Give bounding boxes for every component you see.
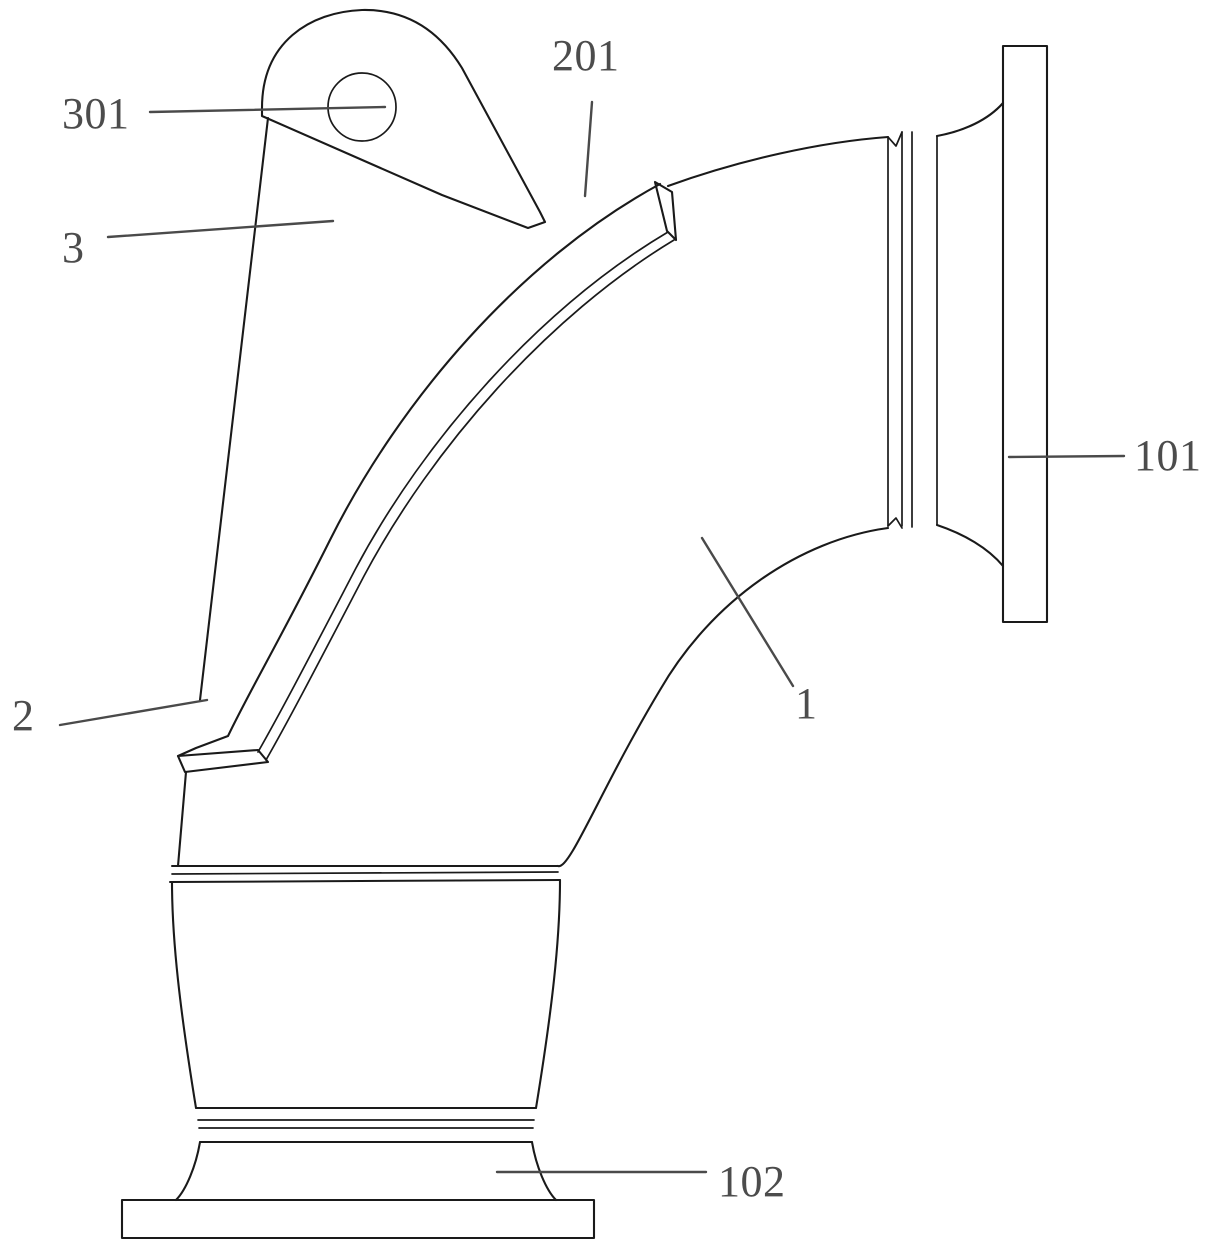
leader-line-301 <box>148 105 387 114</box>
upper-ring-band-group <box>169 865 561 883</box>
leader-line-2 <box>58 698 209 727</box>
elbow-outer-arc <box>556 526 890 868</box>
lower-body-group <box>170 878 562 1110</box>
flange-neck-notch-top <box>887 131 903 147</box>
lower-ring-band-group <box>195 1107 537 1143</box>
ref-label-2: 2 <box>12 691 35 740</box>
ref-label-301: 301 <box>62 89 130 138</box>
upper-ring-line-2 <box>171 871 559 875</box>
leader-line-1 <box>700 536 795 688</box>
reference-labels-group: 301 3 201 101 1 2 102 <box>12 31 1202 1206</box>
flange-disc-101 <box>1001 44 1049 624</box>
leader-lines-group <box>58 100 1126 1174</box>
ref-label-101: 101 <box>1134 431 1202 480</box>
upper-outlet-flange-group <box>887 44 1049 624</box>
rib-outer-edge <box>198 116 270 702</box>
reinforcing-rib-group <box>176 116 678 774</box>
lug-plate-outline <box>260 8 547 230</box>
lug-plate-group <box>260 8 547 230</box>
flange-fillet-top <box>935 101 1005 138</box>
elbow-left-wall <box>176 770 188 868</box>
lower-body-left-contour <box>170 880 198 1110</box>
ref-label-201: 201 <box>552 31 620 80</box>
upper-ring-line-3 <box>169 879 561 883</box>
elbow-upper-outer-contour <box>666 135 890 188</box>
flange-neck-notch-bottom <box>887 517 903 529</box>
rib-front-face <box>176 182 662 758</box>
rib-top-cap-201 <box>653 180 678 242</box>
ref-label-1: 1 <box>795 679 818 728</box>
base-skirt-right <box>530 1140 558 1202</box>
flange-fillet-bottom <box>935 523 1005 568</box>
leader-line-201 <box>583 100 594 198</box>
elbow-body-group <box>176 135 890 868</box>
base-skirt-left <box>174 1140 202 1202</box>
rib-side-edge-a <box>257 231 669 753</box>
lower-body-right-contour <box>534 878 562 1110</box>
ref-label-102: 102 <box>718 1157 786 1206</box>
ref-label-3: 3 <box>62 223 85 272</box>
lower-inlet-flange-plate-102 <box>120 1198 596 1240</box>
rib-bottom-cap <box>176 748 270 774</box>
rib-side-edge-b <box>265 239 675 761</box>
leader-line-3 <box>106 219 335 239</box>
lug-mounting-hole-301 <box>327 72 397 142</box>
base-group <box>120 1140 596 1240</box>
leader-line-101 <box>1007 454 1126 459</box>
